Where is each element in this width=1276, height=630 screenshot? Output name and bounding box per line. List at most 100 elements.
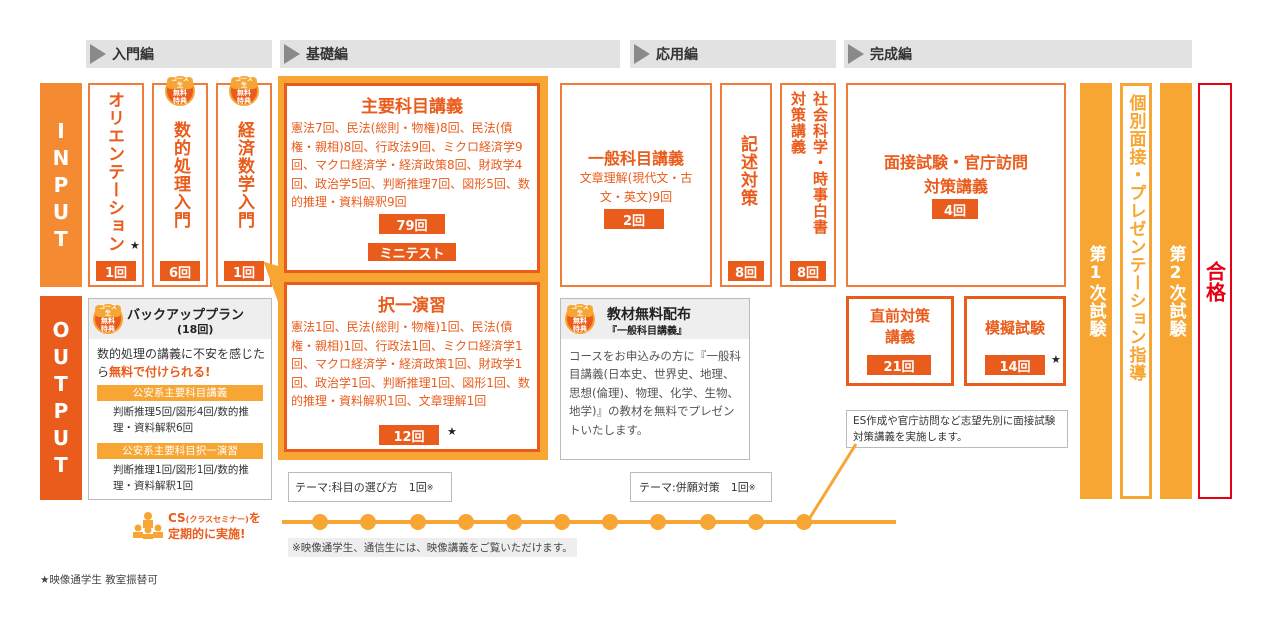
arrow-right-icon <box>848 44 864 64</box>
star-mark: ★ <box>130 239 140 252</box>
second-exam-column: 第2次試験 <box>1160 83 1192 499</box>
backup-section-header: 公安系主要科目講義 <box>97 385 263 401</box>
footnote-star: ★映像通学生 教室振替可 <box>40 574 158 586</box>
bonus-badge-icon: コース生 無料 特典 <box>93 304 123 334</box>
first-exam-column: 第1次試験 <box>1080 83 1112 499</box>
materials-body: コースをお申込みの方に『一般科目講義(日本史、世界史、地理、思想(倫理)、物理、… <box>569 349 741 437</box>
bonus-badge-icon: コース生 無料 特典 <box>229 76 259 106</box>
arrow-right-icon <box>90 44 106 64</box>
timeline-dot <box>748 514 764 530</box>
timeline-dot <box>360 514 376 530</box>
interview-title: 面接試験・官庁訪問 <box>883 153 1028 172</box>
theme-box-1: テーマ:科目の選び方 1回※ <box>288 472 452 502</box>
phase-label: 基礎編 <box>306 47 348 63</box>
second-exam-label: 第2次試験 <box>1165 244 1186 338</box>
essay-box: 記述対策 8回 <box>720 83 772 287</box>
social-box: 社会科学・時事白書 対策講義 8回 <box>780 83 836 287</box>
social-title: 社会科学・時事白書 <box>811 91 829 235</box>
star-mark: ★ <box>1051 353 1061 366</box>
backup-highlight: 無料で付けられる! <box>109 365 211 379</box>
mock-count: 14回 <box>985 355 1045 375</box>
footnote-video: ※映像通学生、通信生には、映像講義をご覧いただけます。 <box>288 538 577 557</box>
final-prep-count: 21回 <box>867 355 931 375</box>
first-exam-label: 第1次試験 <box>1085 244 1106 338</box>
timeline-dot <box>458 514 474 530</box>
final-prep-subtitle: 講義 <box>884 328 915 346</box>
practice-box: 択一演習 憲法1回、民法(総則・物権)1回、民法(債権・親相)1回、行政法1回、… <box>284 282 540 452</box>
essay-title: 記述対策 <box>737 135 757 207</box>
backup-plan-box: バックアッププラン (18回) 数的処理の講義に不安を感じたら無料で付けられる!… <box>88 298 272 500</box>
social-subtitle: 対策講義 <box>789 91 807 155</box>
econ-box: 経済数学入門 1回 <box>216 83 272 287</box>
timeline-dot <box>602 514 618 530</box>
es-note-box: ES作成や官庁訪問など志望先別に面接試験対策講義を実施します。 <box>846 410 1068 448</box>
minitest-badge: ミニテスト <box>367 242 457 262</box>
timeline-dot <box>506 514 522 530</box>
bonus-badge-icon: コース生 無料 特典 <box>565 304 595 334</box>
pass-column: 合格 <box>1198 83 1232 499</box>
theme-box-2: テーマ:併願対策 1回※ <box>630 472 772 502</box>
practice-count: 12回 <box>379 425 439 445</box>
econ-title: 経済数学入門 <box>234 121 254 229</box>
general-count: 2回 <box>604 209 664 229</box>
orientation-title: オリエンテーション <box>104 91 124 253</box>
cs-timeline-line <box>282 520 896 524</box>
practice-body: 憲法1回、民法(総則・物権)1回、民法(債権・親相)1回、行政法1回、ミクロ経済… <box>291 320 530 409</box>
interview-box: 面接試験・官庁訪問 対策講義 4回 <box>846 83 1066 287</box>
practice-title: 択一演習 <box>378 296 446 316</box>
backup-desc: 数的処理の講義に不安を感じたら <box>97 347 266 379</box>
main-lecture-box: 主要科目講義 憲法7回、民法(総則・物権)8回、民法(債権・親相)8回、行政法9… <box>284 83 540 273</box>
timeline-dot <box>410 514 426 530</box>
social-count: 8回 <box>790 261 826 281</box>
essay-count: 8回 <box>728 261 764 281</box>
final-prep-box: 直前対策 講義 21回 <box>846 296 954 386</box>
main-lecture-count: 79回 <box>379 214 445 234</box>
materials-sub: 『一般科目講義』 <box>607 326 687 337</box>
arrow-right-icon <box>634 44 650 64</box>
timeline-dot <box>554 514 570 530</box>
math-count: 6回 <box>160 261 200 281</box>
math-box: 数的処理入門 6回 <box>152 83 208 287</box>
general-title: 一般科目講義 <box>587 149 684 168</box>
phase-complete: 完成編 <box>844 40 1192 68</box>
backup-section-header: 公安系主要科目択一演習 <box>97 443 263 459</box>
main-lecture-body: 憲法7回、民法(総則・物権)8回、民法(債権・親相)8回、行政法9回、ミクロ経済… <box>291 121 530 210</box>
phase-basic: 基礎編 <box>280 40 620 68</box>
main-lecture-title: 主要科目講義 <box>361 97 463 117</box>
arrow-right-icon <box>284 44 300 64</box>
materials-title: 教材無料配布 <box>607 307 691 323</box>
star-mark: ★ <box>447 425 457 438</box>
backup-title: バックアッププラン <box>127 308 245 323</box>
interview-count: 4回 <box>932 199 978 219</box>
timeline-dot <box>796 514 812 530</box>
phase-intro: 入門編 <box>86 40 272 68</box>
backup-sub: (18回) <box>177 323 214 336</box>
general-body: 文章理解(現代文・古文・英文)9回 <box>579 171 693 204</box>
interview-subtitle: 対策講義 <box>923 177 988 196</box>
orientation-count: 1回 <box>96 261 136 281</box>
people-icon <box>133 512 163 539</box>
backup-section-body: 判断推理5回/図形4回/数的推理・資料解釈6回 <box>113 406 249 434</box>
input-label: I N P U T <box>40 83 82 287</box>
phase-label: 完成編 <box>870 47 912 63</box>
individual-guidance-label: 個別面接・プレゼンテーション指導 <box>1125 94 1146 382</box>
mock-box: 模擬試験 14回 ★ <box>964 296 1066 386</box>
timeline-dot <box>700 514 716 530</box>
mock-title: 模擬試験 <box>984 319 1045 337</box>
es-note: ES作成や官庁訪問など志望先別に面接試験対策講義を実施します。 <box>853 415 1056 444</box>
final-prep-title: 直前対策 <box>869 307 930 325</box>
bonus-badge-icon: コース生 無料 特典 <box>165 76 195 106</box>
phase-label: 入門編 <box>112 47 154 63</box>
output-label: O U T P U T <box>40 296 82 500</box>
cs-label: CS(クラスセミナー)を 定期的に実施! <box>168 511 261 541</box>
math-title: 数的処理入門 <box>170 121 190 229</box>
individual-guidance-column: 個別面接・プレゼンテーション指導 <box>1120 83 1152 499</box>
timeline-dot <box>312 514 328 530</box>
connector-line <box>804 443 858 525</box>
general-box: 一般科目講義 文章理解(現代文・古文・英文)9回 2回 <box>560 83 712 287</box>
orientation-box: オリエンテーション ★ 1回 <box>88 83 144 287</box>
backup-section-body: 判断推理1回/図形1回/数的推理・資料解釈1回 <box>113 464 249 492</box>
phase-label: 応用編 <box>656 47 698 63</box>
timeline-dot <box>650 514 666 530</box>
pass-label: 合格 <box>1202 261 1227 303</box>
